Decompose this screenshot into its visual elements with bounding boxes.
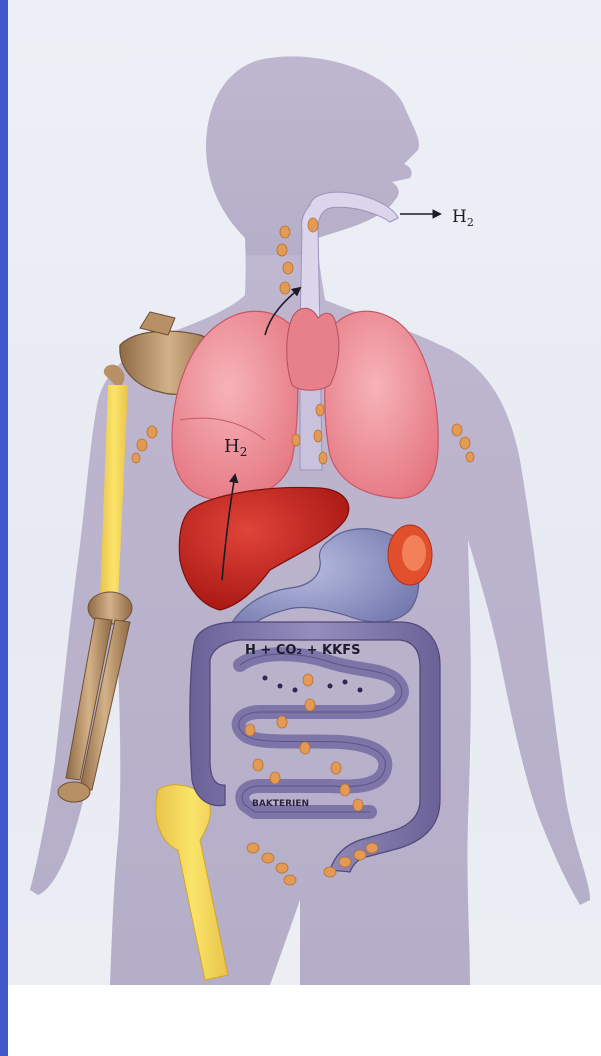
exhaled-h2-label: H2 <box>452 207 474 229</box>
colon-text-label: BAKTERIEN <box>252 799 309 809</box>
gut-formula-label: H + CO₂ + KKFS <box>245 643 360 658</box>
